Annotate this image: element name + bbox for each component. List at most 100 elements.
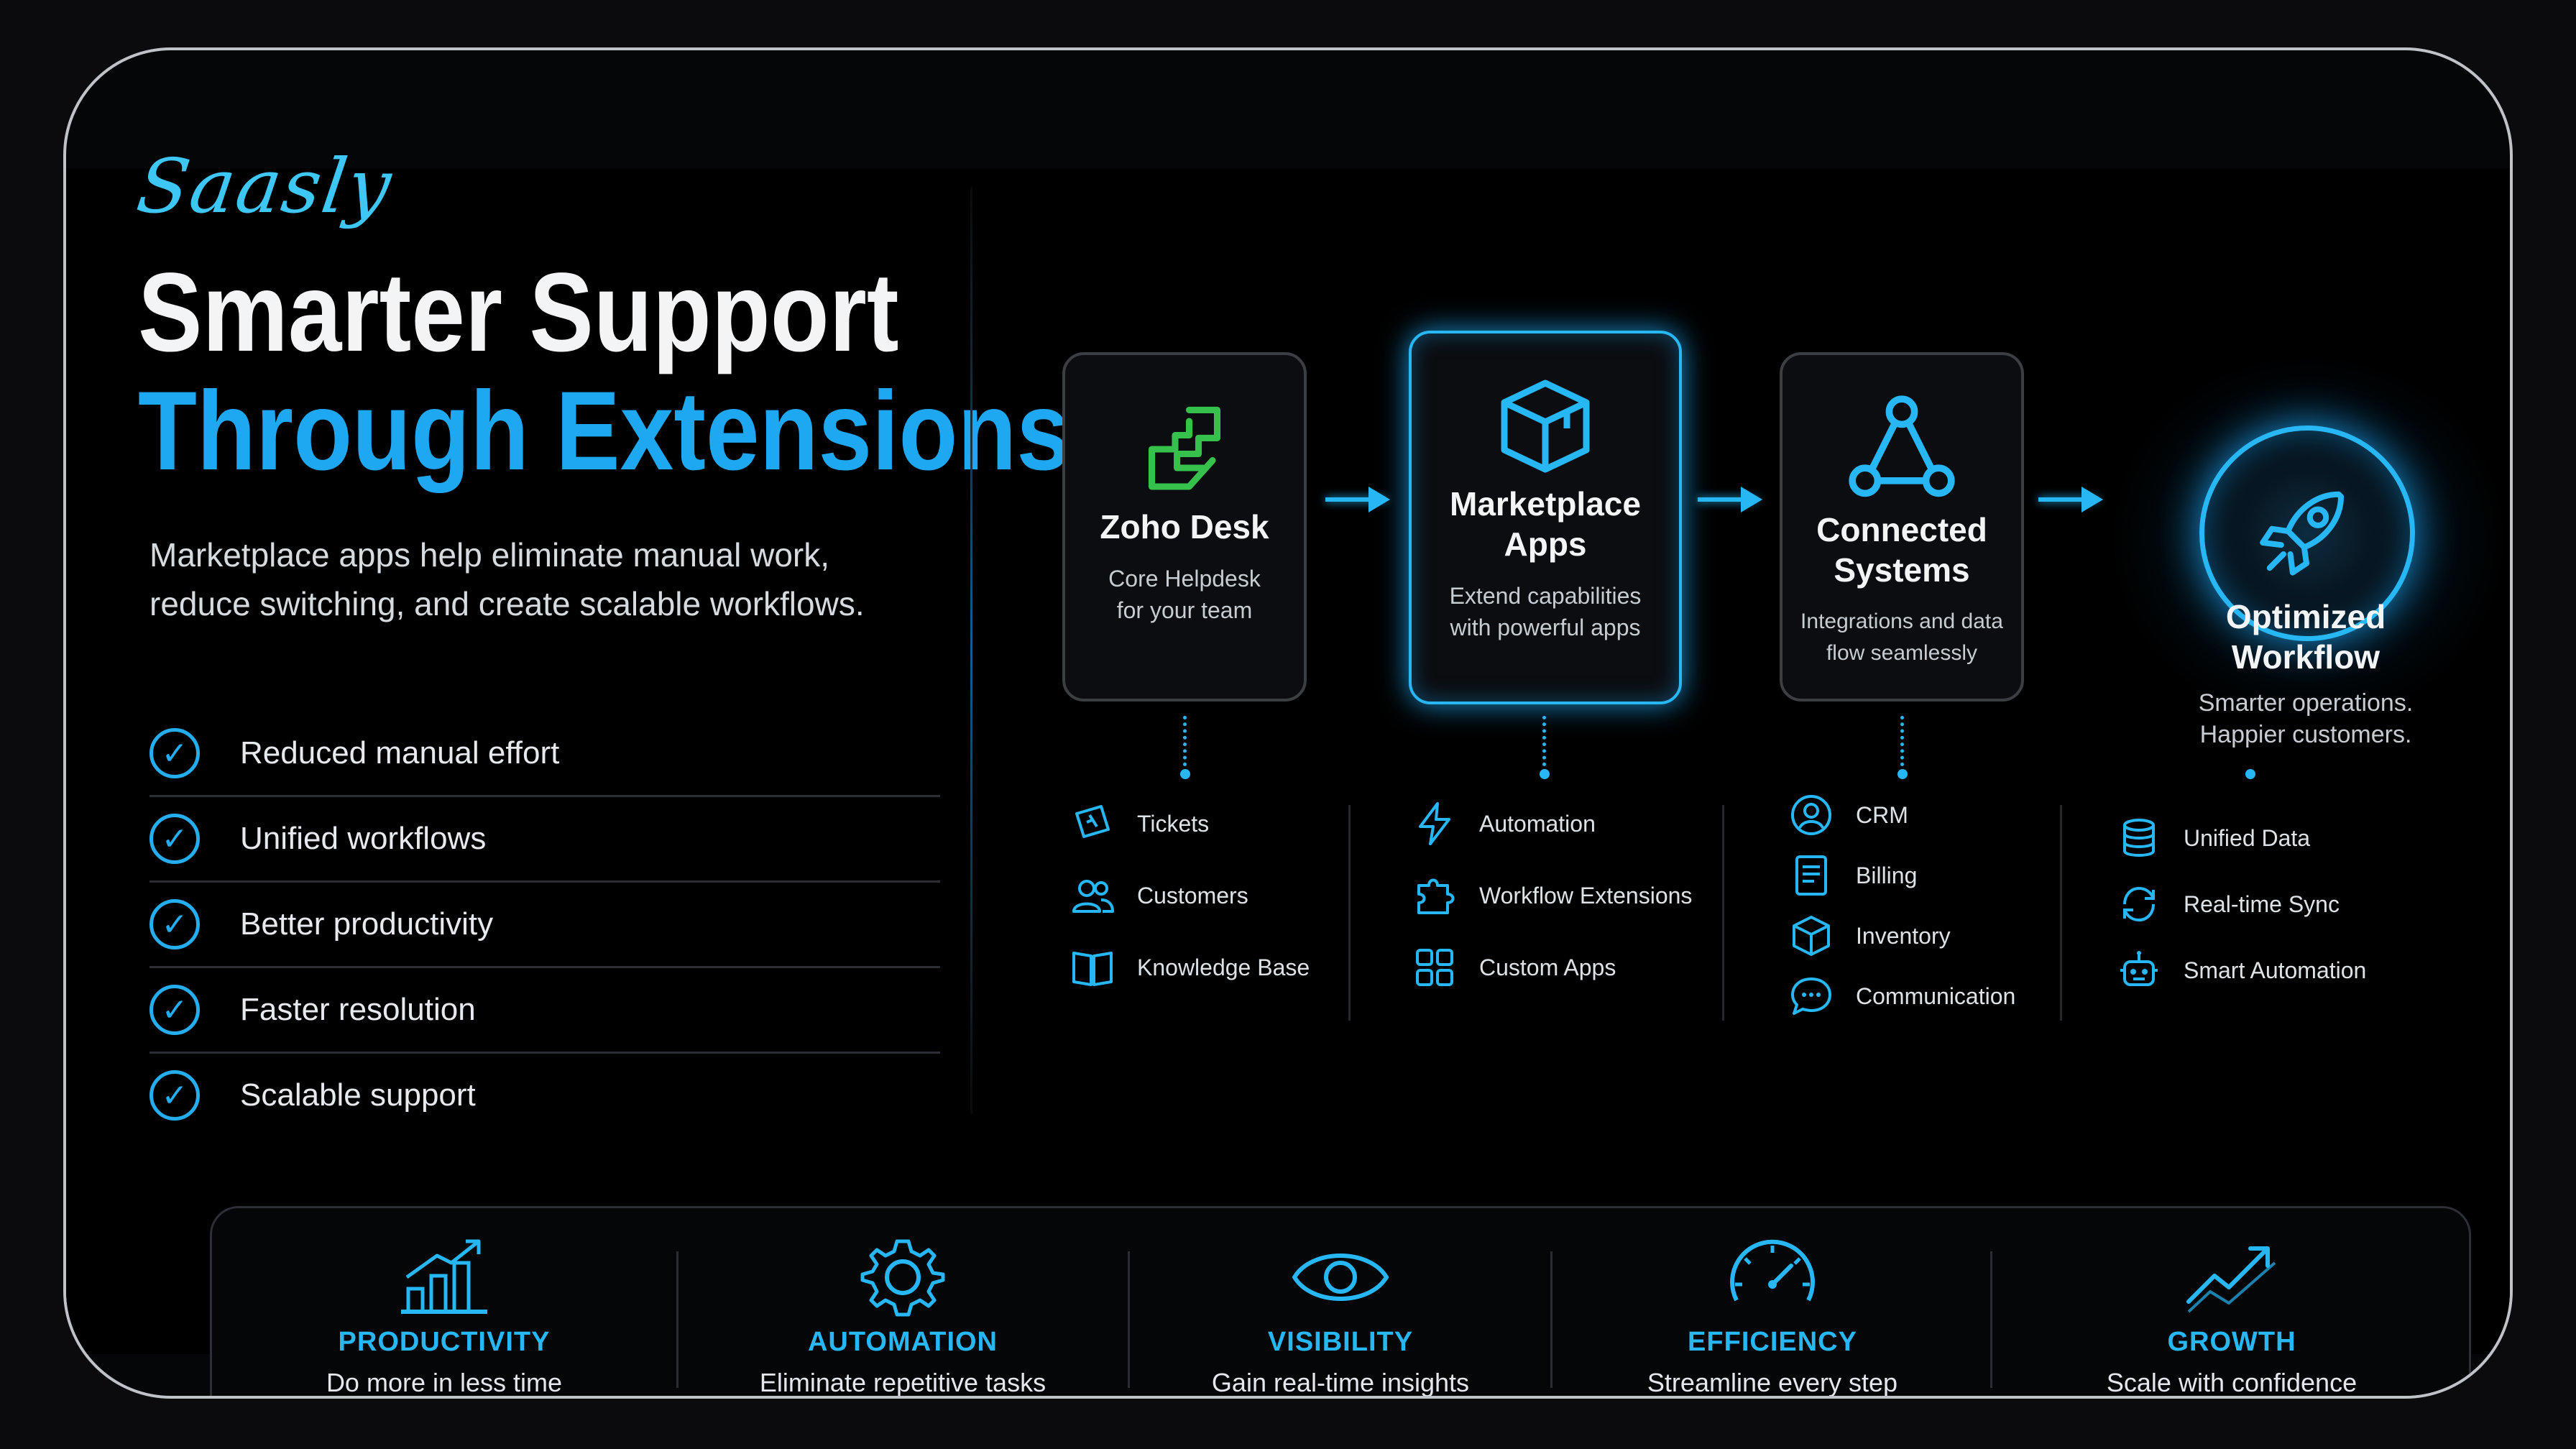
benefit-automation: AUTOMATION Eliminate repetitive tasks xyxy=(678,1208,1127,1397)
benefit-divider xyxy=(1128,1251,1130,1388)
list-item-workflow-extensions: Workflow Extensions xyxy=(1412,873,1692,919)
card-subtitle: Core Helpdesk for your team xyxy=(1108,566,1261,623)
optimized-workflow-block: Optimized Workflow Smarter operations. H… xyxy=(2133,597,2478,750)
list-item-crm: CRM xyxy=(1788,792,1908,838)
connector-dot xyxy=(1898,769,1908,779)
item-label: Automation xyxy=(1479,810,1596,837)
check-icon: ✓ xyxy=(150,814,200,864)
list-item-real-time-sync: Real-time Sync xyxy=(2116,881,2340,927)
flow-arrow xyxy=(2038,487,2103,512)
user-circle-icon xyxy=(1791,795,1831,835)
document-icon xyxy=(1795,855,1827,896)
rocket-ring xyxy=(2199,426,2415,641)
benefit-item: ✓Faster resolution xyxy=(150,968,940,1054)
item-label: Real-time Sync xyxy=(2184,891,2340,917)
column-divider xyxy=(2060,805,2062,1021)
list-item-unified-data: Unified Data xyxy=(2116,815,2310,861)
sync-icon xyxy=(2123,886,2155,922)
headline-line-2: Through Extensions xyxy=(138,369,1070,494)
slide-frame: Saasly Smarter Support Through Extension… xyxy=(63,47,2513,1399)
item-label: Customers xyxy=(1137,882,1248,908)
database-icon xyxy=(2123,819,2155,857)
bolt-icon xyxy=(1419,802,1450,845)
section-divider xyxy=(970,187,972,1114)
benefit-item: ✓ Reduced manual effort xyxy=(150,712,940,797)
column-divider xyxy=(1348,805,1351,1021)
card-zoho-desk: Zoho Desk Core Helpdesk for your team xyxy=(1062,352,1307,702)
description: Marketplace apps help eliminate manual w… xyxy=(150,536,865,622)
brand-logo: Saasly xyxy=(132,142,398,230)
flow-arrow xyxy=(1325,487,1390,512)
gauge-icon xyxy=(1730,1239,1815,1302)
benefit-title: EFFICIENCY xyxy=(1688,1327,1857,1357)
list-item-knowledge-base: Knowledge Base xyxy=(1070,944,1310,990)
bar-chart-icon xyxy=(401,1239,487,1314)
connector-dot xyxy=(2245,769,2255,779)
benefits-bar: PRODUCTIVITY Do more in less time AUTOMA… xyxy=(210,1206,2471,1397)
benefit-label: Better productivity xyxy=(240,906,494,942)
benefit-title: VISIBILITY xyxy=(1267,1327,1414,1357)
benefit-divider xyxy=(1990,1251,1992,1388)
connector-line xyxy=(1900,716,1904,766)
list-item-smart-automation: Smart Automation xyxy=(2116,947,2366,993)
list-item-billing: Billing xyxy=(1788,852,1917,898)
benefit-item: ✓Unified workflows xyxy=(150,797,940,883)
card-title: Zoho Desk xyxy=(1100,508,1269,546)
list-item-inventory: Inventory xyxy=(1788,913,1951,959)
item-label: CRM xyxy=(1856,801,1908,828)
network-icon xyxy=(1849,395,1955,497)
benefits-list: ✓ Reduced manual effort ✓Unified workflow… xyxy=(150,712,940,1137)
card-connected-systems: Connected Systems Integrations and data … xyxy=(1780,352,2024,702)
check-icon: ✓ xyxy=(150,728,200,778)
benefit-label: Faster resolution xyxy=(240,992,476,1027)
benefit-subtitle: Scale with confidence xyxy=(2106,1368,2358,1397)
item-label: Inventory xyxy=(1856,922,1951,949)
benefit-title: GROWTH xyxy=(2167,1327,2296,1357)
card-title: Optimized Workflow xyxy=(2225,598,2386,676)
list-item-custom-apps: Custom Apps xyxy=(1412,944,1616,990)
flow-arrow xyxy=(1698,487,1762,512)
puzzle-icon xyxy=(1417,878,1455,914)
list-item-communication: Communication xyxy=(1788,973,2015,1019)
card-title: Connected Systems xyxy=(1816,511,1987,589)
card-subtitle: Extend capabilities with powerful apps xyxy=(1449,583,1642,640)
connector-line xyxy=(1183,716,1187,766)
list-item-tickets: Tickets xyxy=(1070,801,1209,847)
grid-icon xyxy=(1416,949,1453,986)
benefit-item: ✓Scalable support xyxy=(150,1054,940,1137)
chat-icon xyxy=(1791,978,1831,1015)
zoho-desk-icon xyxy=(1148,406,1221,490)
item-label: Custom Apps xyxy=(1479,954,1616,980)
users-icon xyxy=(1072,880,1114,913)
check-icon: ✓ xyxy=(150,1070,200,1121)
trend-up-icon xyxy=(2186,1246,2276,1313)
benefit-productivity: PRODUCTIVITY Do more in less time xyxy=(212,1208,676,1397)
benefit-subtitle: Eliminate repetitive tasks xyxy=(759,1368,1046,1397)
benefit-growth: GROWTH Scale with confidence xyxy=(1992,1208,2471,1397)
card-title: Marketplace Apps xyxy=(1450,485,1641,563)
ticket-icon xyxy=(1075,805,1110,838)
benefit-subtitle: Gain real-time insights xyxy=(1211,1368,1470,1397)
card-subtitle: Smarter operations. Happier customers. xyxy=(2198,689,2414,748)
item-label: Tickets xyxy=(1137,810,1210,837)
item-label: Billing xyxy=(1856,862,1918,888)
eye-icon xyxy=(1292,1254,1389,1301)
benefit-divider xyxy=(676,1251,678,1388)
headline-line-1: Smarter Support xyxy=(138,250,899,375)
benefit-title: PRODUCTIVITY xyxy=(338,1327,551,1357)
item-label: Unified Data xyxy=(2184,824,2311,851)
benefit-subtitle: Do more in less time xyxy=(326,1368,563,1397)
benefit-subtitle: Streamline every step xyxy=(1647,1368,1898,1397)
benefit-divider xyxy=(1550,1251,1552,1388)
robot-icon xyxy=(2120,951,2158,986)
column-divider xyxy=(1722,805,1724,1021)
benefit-efficiency: EFFICIENCY Streamline every step xyxy=(1552,1208,1992,1397)
card-subtitle: Integrations and data flow seamlessly xyxy=(1800,610,2003,665)
item-label: Communication xyxy=(1856,983,2016,1009)
connector-dot xyxy=(1540,769,1550,779)
item-label: Knowledge Base xyxy=(1137,954,1310,980)
connector-line xyxy=(1542,716,1546,766)
benefit-label: Reduced manual effort xyxy=(240,735,560,770)
item-label: Workflow Extensions xyxy=(1479,882,1693,908)
gear-icon xyxy=(860,1239,945,1317)
